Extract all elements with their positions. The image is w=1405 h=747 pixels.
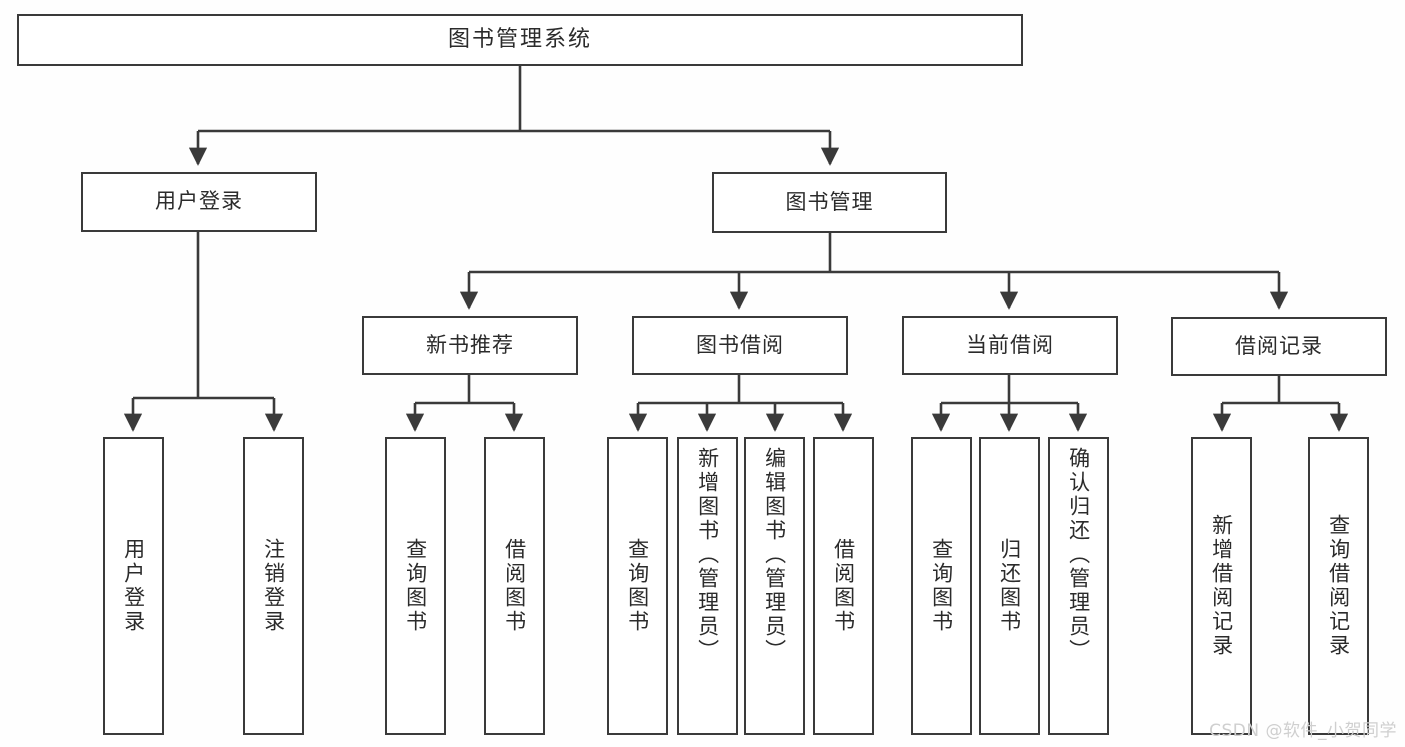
node-book-borrow[interactable]: 图书借阅 bbox=[632, 316, 848, 375]
node-label: 新书推荐 bbox=[426, 332, 514, 357]
node-user-login[interactable]: 用户登录 bbox=[81, 172, 317, 232]
node-leaf-query-record[interactable]: 查询借阅记录 bbox=[1308, 437, 1369, 735]
node-leaf-logout-login[interactable]: 注销登录 bbox=[243, 437, 304, 735]
node-label: 图书管理 bbox=[785, 189, 874, 214]
node-leaf-add-book[interactable]: 新增图书（管理员） bbox=[677, 437, 738, 735]
node-label: 借阅图书 bbox=[502, 538, 527, 634]
node-label: 借阅记录 bbox=[1235, 333, 1323, 358]
node-borrow-record[interactable]: 借阅记录 bbox=[1171, 317, 1387, 376]
node-leaf-return-book[interactable]: 归还图书 bbox=[979, 437, 1040, 735]
node-label: 用户登录 bbox=[155, 189, 243, 214]
node-leaf-confirm-return[interactable]: 确认归还（管理员） bbox=[1048, 437, 1109, 735]
node-label: 图书借阅 bbox=[696, 332, 784, 357]
node-leaf-borrow-book-1[interactable]: 借阅图书 bbox=[484, 437, 545, 735]
node-label: 编辑图书（管理员） bbox=[762, 447, 787, 663]
node-book-manage[interactable]: 图书管理 bbox=[712, 172, 947, 233]
node-leaf-query-book-3[interactable]: 查询图书 bbox=[911, 437, 972, 735]
node-root-system[interactable]: 图书管理系统 bbox=[17, 14, 1023, 66]
node-label: 新增借阅记录 bbox=[1209, 514, 1234, 658]
node-leaf-query-book-1[interactable]: 查询图书 bbox=[385, 437, 446, 735]
node-label: 查询借阅记录 bbox=[1326, 514, 1351, 658]
node-label: 借阅图书 bbox=[831, 538, 856, 634]
node-new-book-recommend[interactable]: 新书推荐 bbox=[362, 316, 578, 375]
node-leaf-edit-book[interactable]: 编辑图书（管理员） bbox=[744, 437, 805, 735]
node-leaf-borrow-book-2[interactable]: 借阅图书 bbox=[813, 437, 874, 735]
node-label: 注销登录 bbox=[261, 538, 286, 634]
csdn-watermark: CSDN @软件_小贺同学 bbox=[1209, 721, 1397, 741]
node-label: 查询图书 bbox=[929, 538, 954, 634]
node-label: 新增图书（管理员） bbox=[695, 447, 720, 663]
node-label: 确认归还（管理员） bbox=[1066, 447, 1091, 663]
node-leaf-query-book-2[interactable]: 查询图书 bbox=[607, 437, 668, 735]
node-current-borrow[interactable]: 当前借阅 bbox=[902, 316, 1118, 375]
node-label: 图书管理系统 bbox=[447, 26, 592, 52]
node-leaf-add-record[interactable]: 新增借阅记录 bbox=[1191, 437, 1252, 735]
node-label: 当前借阅 bbox=[966, 332, 1054, 357]
node-leaf-user-login[interactable]: 用户登录 bbox=[103, 437, 164, 735]
node-label: 查询图书 bbox=[625, 538, 650, 634]
node-label: 归还图书 bbox=[997, 538, 1022, 634]
node-label: 用户登录 bbox=[121, 538, 146, 634]
node-label: 查询图书 bbox=[403, 538, 428, 634]
